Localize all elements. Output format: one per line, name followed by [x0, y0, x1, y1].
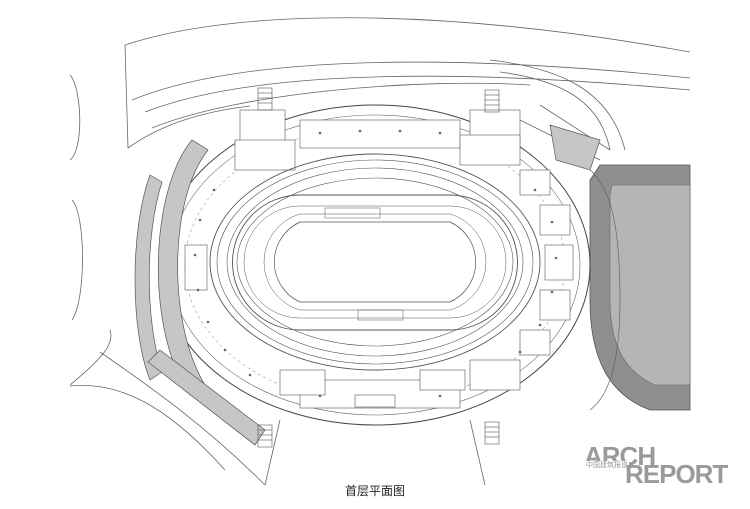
structural-columns — [193, 129, 558, 398]
site-roads — [69, 17, 691, 486]
logo-subtitle: 中国建筑报道 — [585, 461, 629, 469]
plan-caption: 首层平面图 — [344, 484, 405, 498]
entrance-stairs — [257, 87, 500, 448]
grey-wings — [134, 124, 601, 446]
arch-report-logo: ARCH 中国建筑报道 REPORT — [584, 443, 744, 489]
running-track — [232, 194, 518, 331]
seating-bowl — [209, 153, 541, 371]
ring-rooms — [184, 109, 574, 409]
logo-line2: REPORT — [625, 459, 728, 489]
training-field — [574, 159, 691, 411]
stadium-outer-ring — [159, 104, 591, 426]
